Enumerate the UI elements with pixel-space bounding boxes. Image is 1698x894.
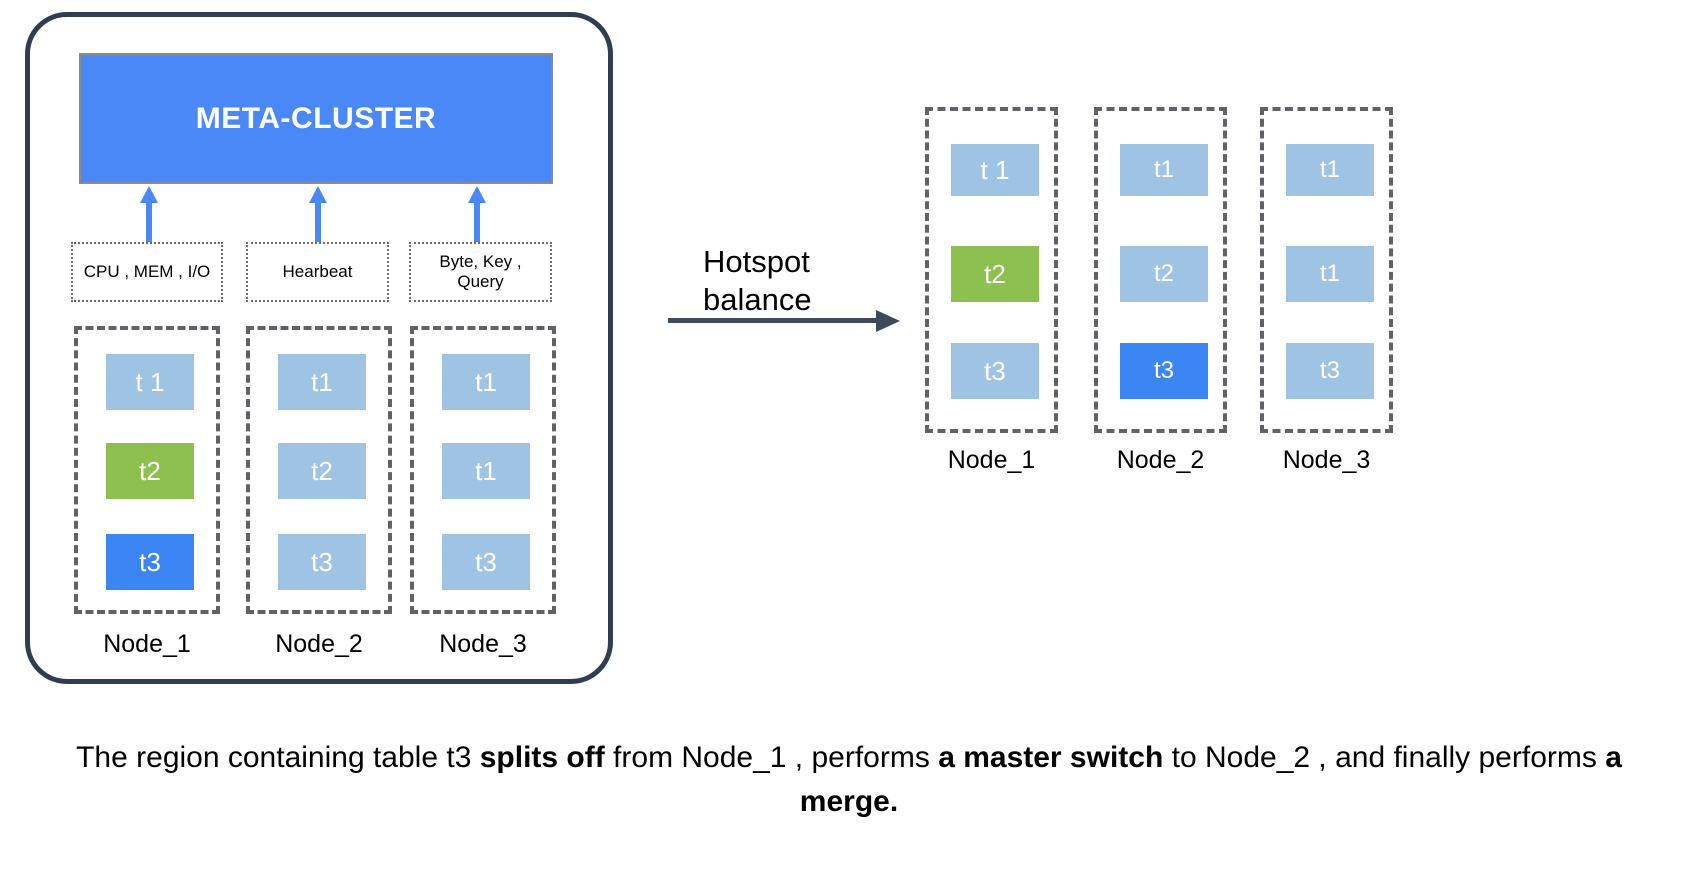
- left-node-group-1: t 1 t2 t3: [74, 326, 220, 614]
- tile[interactable]: t1: [1286, 246, 1374, 302]
- right-arrow-icon: [668, 310, 900, 332]
- right-node-group-1: t 1 t2 t3: [925, 107, 1058, 433]
- tile[interactable]: t1: [1286, 144, 1374, 196]
- caption: The region containing table t3 splits of…: [0, 736, 1698, 824]
- meta-cluster-label: META-CLUSTER: [195, 101, 437, 135]
- metric-label-heartbeat: Hearbeat: [282, 262, 353, 281]
- left-node-label-2: Node_2: [275, 630, 363, 658]
- tile[interactable]: t1: [442, 354, 530, 410]
- caption-part-2: from Node_1 , performs: [604, 741, 939, 774]
- tile[interactable]: t3: [106, 534, 194, 590]
- hotspot-balance-label: Hotspot balance: [703, 243, 893, 319]
- tile[interactable]: t2: [106, 443, 194, 499]
- tile[interactable]: t1: [442, 443, 530, 499]
- up-arrow-icon-heartbeat: [309, 186, 327, 248]
- meta-cluster-box: META-CLUSTER: [79, 53, 553, 184]
- metric-box-byte: Byte, Key , Query: [409, 242, 552, 302]
- tile[interactable]: t3: [1120, 343, 1208, 399]
- metric-label-cpu: CPU , MEM , I/O: [83, 262, 211, 281]
- left-node-label-3: Node_3: [439, 630, 527, 658]
- tile[interactable]: t2: [1120, 246, 1208, 302]
- left-node-group-3: t1 t1 t3: [410, 326, 556, 614]
- tile[interactable]: t 1: [106, 354, 194, 410]
- metric-box-heartbeat: Hearbeat: [246, 242, 389, 302]
- caption-part-3: to Node_2 , and finally performs: [1163, 741, 1606, 774]
- tile[interactable]: t1: [278, 354, 366, 410]
- metric-box-cpu: CPU , MEM , I/O: [71, 242, 223, 302]
- caption-bold-splits-off: splits off: [479, 741, 605, 774]
- tile[interactable]: t2: [951, 246, 1039, 302]
- caption-bold-a-merge: a merge.: [799, 741, 1622, 818]
- tile[interactable]: t3: [278, 534, 366, 590]
- up-arrow-icon-byte: [468, 186, 486, 248]
- left-node-group-2: t1 t2 t3: [246, 326, 392, 614]
- right-node-label-3: Node_3: [1282, 446, 1371, 474]
- tile[interactable]: t2: [278, 443, 366, 499]
- caption-bold-master-switch: a master switch: [938, 741, 1164, 774]
- metric-label-byte: Byte, Key , Query: [439, 252, 522, 291]
- tile[interactable]: t1: [1120, 144, 1208, 196]
- tile[interactable]: t3: [951, 343, 1039, 399]
- tile[interactable]: t 1: [951, 144, 1039, 196]
- right-node-group-3: t1 t1 t3: [1260, 107, 1393, 433]
- tile[interactable]: t3: [442, 534, 530, 590]
- up-arrow-icon-cpu: [140, 186, 158, 248]
- left-node-label-1: Node_1: [103, 630, 191, 658]
- hotspot-balance-line1: Hotspot: [703, 244, 810, 279]
- right-node-label-2: Node_2: [1116, 446, 1205, 474]
- hotspot-balance-line2: balance: [703, 282, 812, 317]
- caption-part-1: The region containing table t3: [76, 741, 480, 774]
- right-node-group-2: t1 t2 t3: [1094, 107, 1227, 433]
- right-node-label-1: Node_1: [947, 446, 1036, 474]
- tile[interactable]: t3: [1286, 343, 1374, 399]
